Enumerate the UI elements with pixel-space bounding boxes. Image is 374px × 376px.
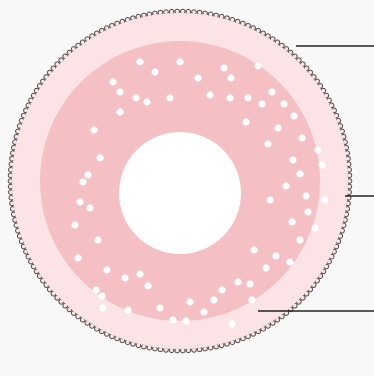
granule [304,208,311,215]
granule [242,118,249,125]
granule [286,258,293,265]
granule [194,74,201,81]
granule [182,317,189,324]
granule [74,254,81,261]
granule [98,292,105,299]
granule [116,108,123,115]
granule [121,274,128,281]
granule [272,252,279,259]
granule [84,171,91,178]
granule [71,221,78,228]
granule [136,270,143,277]
granule [186,298,193,305]
granule [244,94,251,101]
granule [86,204,93,211]
granule [124,306,131,313]
granule [227,74,234,81]
granule [264,140,271,147]
granule [258,100,265,107]
granule [246,280,253,287]
granule [169,316,176,323]
granule [226,94,233,101]
granule [94,236,101,243]
granule [282,182,289,189]
granule [234,278,241,285]
granule [151,68,158,75]
granule [144,282,151,289]
granule [280,100,287,107]
granule [314,146,321,153]
granule [136,58,143,65]
granule [274,124,281,131]
granule [156,304,163,311]
granule [220,64,227,71]
granule [109,78,116,85]
granule [210,296,217,303]
granule [76,198,83,205]
granule [254,62,261,69]
granule [79,178,86,185]
granule [289,156,296,163]
granule [248,296,255,303]
granule [321,196,328,203]
granule [103,266,110,273]
granule [311,224,318,231]
granule [92,286,99,293]
granule [302,192,309,199]
granule [250,246,257,253]
granule [298,134,305,141]
granule [166,94,173,101]
granule [218,286,225,293]
granule [132,94,139,101]
granule [228,320,235,327]
granule [206,91,213,98]
granule [116,88,123,95]
granule [143,98,150,105]
granule [96,154,103,161]
granule [268,88,275,95]
granule [296,170,303,177]
granule [99,304,106,311]
central-lumen [119,132,241,254]
granule [288,218,295,225]
granule [90,126,97,133]
granule [200,308,207,315]
granule [176,58,183,65]
granule [262,264,269,271]
granule [290,112,297,119]
granule [296,236,303,243]
granule [318,161,325,168]
granule [266,196,273,203]
